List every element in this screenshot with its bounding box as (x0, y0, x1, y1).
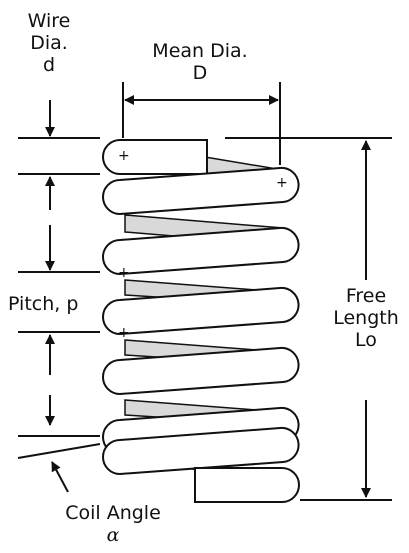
pitch-label: Pitch, p (8, 293, 78, 315)
coil-angle-leader (51, 461, 69, 493)
pitch-text: Pitch, p (8, 293, 79, 315)
coil-angle-label: Coil Angle α (48, 502, 178, 546)
center-mark: + (276, 175, 288, 191)
mean-dia-line1: Mean Dia. (152, 40, 248, 62)
coil-turn (102, 226, 300, 276)
mean-dia-label: Mean Dia. D (140, 40, 260, 84)
free-length-dimension (225, 137, 392, 501)
center-mark: + (118, 265, 130, 281)
center-marks: + + + + (118, 148, 288, 341)
mean-dia-dimension (122, 82, 281, 165)
center-mark: + (118, 148, 130, 164)
coil-turn (102, 346, 300, 396)
coil-turn (102, 286, 300, 336)
coils (102, 139, 300, 503)
free-length-symbol: Lo (355, 329, 377, 351)
bottom-end-coil (194, 467, 300, 503)
free-length-label: Free Length Lo (326, 285, 406, 351)
coil-turn (102, 166, 300, 216)
coil-angle-line1: Coil Angle (65, 502, 161, 524)
wire-dia-dimension (18, 100, 100, 210)
center-mark: + (118, 325, 130, 341)
wire-dia-line1: Wire (27, 10, 71, 32)
coil-angle-dimension (17, 435, 101, 493)
coil-angle-helix-line (17, 443, 101, 459)
pitch-dimension (18, 225, 100, 375)
wire-dia-symbol: d (42, 54, 56, 76)
top-end-coil (102, 139, 208, 175)
mean-dia-symbol: D (192, 62, 208, 84)
wire-dia-label: Wire Dia. d (24, 10, 74, 76)
coil-turn (102, 426, 300, 476)
wire-dia-line2: Dia. (30, 32, 68, 54)
free-length-line1: Free (345, 285, 387, 307)
free-length-line2: Length (333, 307, 399, 329)
coil-angle-symbol: α (106, 524, 120, 546)
